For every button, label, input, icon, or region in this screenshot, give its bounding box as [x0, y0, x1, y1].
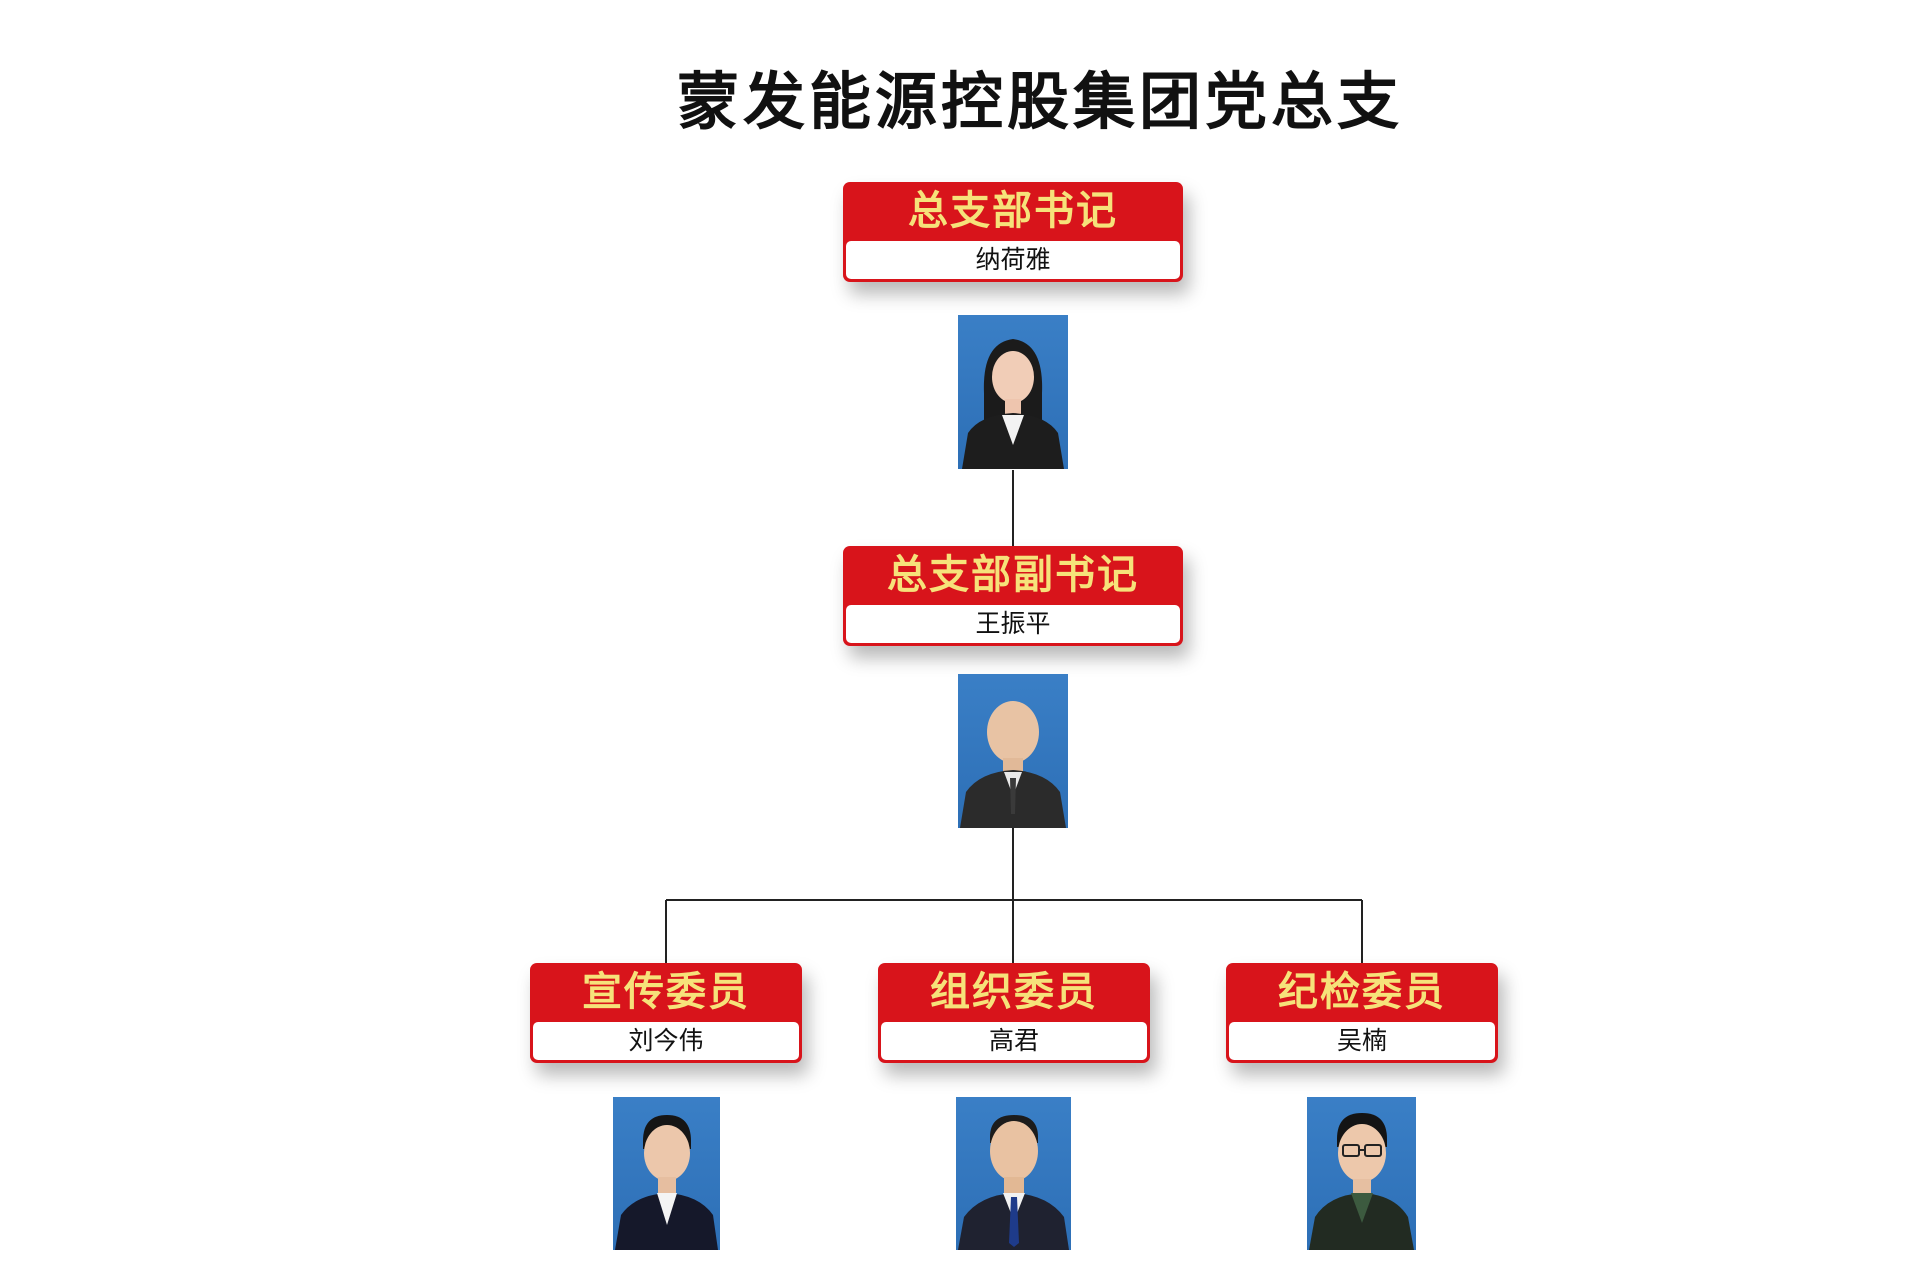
- card-role: 总支部副书记: [887, 552, 1139, 598]
- card-person-name: 王振平: [846, 605, 1180, 643]
- portrait-publicity-member: [613, 1097, 720, 1250]
- card-publicity-member: 宣传委员 刘今伟: [530, 963, 802, 1063]
- card-role: 组织委员: [930, 969, 1098, 1015]
- portrait-secretary: [958, 315, 1068, 469]
- chart-title: 蒙发能源控股集团党总支: [676, 65, 1403, 138]
- card-person-name: 刘今伟: [533, 1022, 799, 1060]
- card-role: 总支部书记: [908, 188, 1118, 234]
- portrait-woman-icon: [962, 339, 1064, 469]
- portrait-man-bald-icon: [960, 701, 1066, 828]
- card-role: 宣传委员: [582, 969, 750, 1015]
- portrait-man-short-hair-icon: [615, 1115, 718, 1250]
- card-organization-member: 组织委员 高君: [878, 963, 1150, 1063]
- portrait-discipline-member: [1307, 1097, 1416, 1250]
- portrait-deputy-secretary: [958, 674, 1068, 828]
- card-role: 纪检委员: [1278, 969, 1446, 1015]
- card-person-name: 纳荷雅: [846, 241, 1180, 279]
- card-deputy-secretary: 总支部副书记 王振平: [843, 546, 1183, 646]
- card-person-name: 高君: [881, 1022, 1147, 1060]
- portrait-man-tie-icon: [958, 1115, 1069, 1250]
- portrait-man-glasses-icon: [1309, 1113, 1414, 1250]
- portrait-organization-member: [956, 1097, 1071, 1250]
- card-person-name: 吴楠: [1229, 1022, 1495, 1060]
- card-secretary: 总支部书记 纳荷雅: [843, 182, 1183, 282]
- card-discipline-member: 纪检委员 吴楠: [1226, 963, 1498, 1063]
